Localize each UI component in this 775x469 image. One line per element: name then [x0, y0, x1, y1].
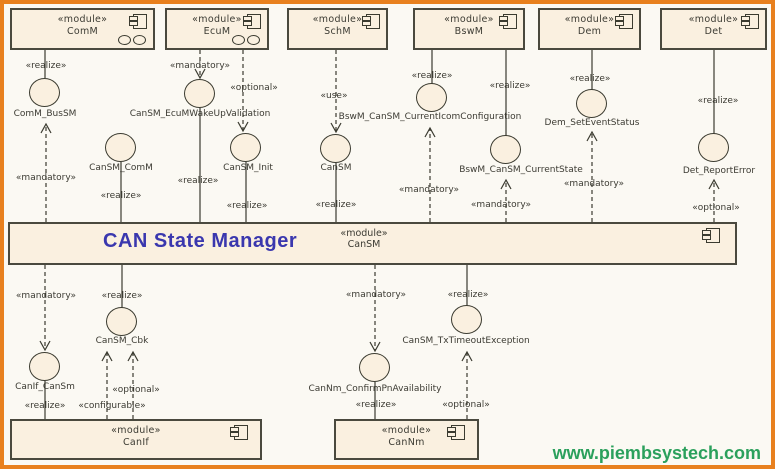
interface-label-cansm-cbk: CanSM_Cbk [95, 336, 149, 346]
stereotype-mandatory: «mandatory» [15, 291, 77, 301]
module-box-ecum: «module» EcuM [165, 8, 269, 50]
stereotype-realize: «realize» [489, 81, 531, 91]
module-name-det: Det [704, 26, 723, 37]
component-icon [702, 228, 720, 243]
interface-label-comm-bussm: ComM_BusSM [13, 109, 77, 119]
lollipop-cannm-confirm-pn [359, 353, 390, 382]
interface-pair-icon [232, 35, 260, 45]
lollipop-cansm-comm [105, 133, 136, 162]
module-box-det: «module» Det [660, 8, 767, 50]
lollipop-canif-cansm [29, 352, 60, 381]
main-module-stereotype-block: «module» CanSM [340, 228, 387, 250]
module-stereotype: «module» [111, 425, 161, 436]
stereotype-mandatory: «mandatory» [563, 179, 625, 189]
stereotype-mandatory: «mandatory» [398, 185, 460, 195]
stereotype-optional: «optional» [692, 203, 740, 213]
interface-label-cansm-service: CanSM [320, 163, 352, 173]
stereotype-realize: «realize» [100, 191, 142, 201]
interface-label-bswm-icom: BswM_CanSM_CurrentIcomConfiguration [338, 112, 522, 122]
interface-pair-icon [118, 35, 146, 45]
module-box-cansm [8, 222, 737, 265]
stereotype-mandatory: «mandatory» [169, 61, 231, 71]
stereotype-realize: «realize» [355, 400, 397, 410]
module-box-dem: «module» Dem [538, 8, 641, 50]
stereotype-optional: «optional» [230, 83, 278, 93]
interface-label-cansm-comm: CanSM_ComM [89, 163, 153, 173]
stereotype-realize: «realize» [569, 74, 611, 84]
module-stereotype: «module» [192, 14, 242, 25]
component-icon [362, 14, 380, 29]
module-box-canif: «module» CanIf [10, 419, 262, 460]
lollipop-dem-set-event-status [576, 89, 607, 118]
stereotype-realize: «realize» [101, 291, 143, 301]
lollipop-det-report-error [698, 133, 729, 162]
component-icon [243, 14, 261, 29]
lollipop-bswm-state [490, 135, 521, 164]
module-stereotype: «module» [564, 14, 615, 25]
module-stereotype: «module» [688, 14, 739, 25]
stereotype-mandatory: «mandatory» [470, 200, 532, 210]
component-icon [447, 425, 465, 440]
component-icon [615, 14, 633, 29]
interface-label-cannm-confirm-pn: CanNm_ConfirmPnAvailability [308, 384, 442, 394]
stereotype-realize: «realize» [177, 176, 219, 186]
component-icon [230, 425, 248, 440]
interface-label-det-report-error: Det_ReportError [682, 166, 756, 176]
module-name-comm: ComM [66, 26, 99, 37]
stereotype-mandatory: «mandatory» [15, 173, 77, 183]
lollipop-bswm-icom [416, 83, 447, 112]
stereotype-realize: «realize» [226, 201, 268, 211]
stereotype-realize: «realize» [25, 61, 67, 71]
stereotype-realize: «realize» [24, 401, 66, 411]
stereotype-realize: «realize» [411, 71, 453, 81]
interface-label-cansm-txtimeout: CanSM_TxTimeoutException [402, 336, 530, 346]
site-watermark: www.piembsystech.com [552, 443, 761, 463]
stereotype-mandatory: «mandatory» [345, 290, 407, 300]
lollipop-cansm-ecum-wakeup [184, 79, 215, 108]
module-stereotype: «module» [57, 14, 108, 25]
interface-label-cansm-init: CanSM_Init [223, 163, 273, 173]
module-box-bswm: «module» BswM [413, 8, 525, 50]
stereotype-use: «use» [320, 91, 348, 101]
interface-label-canif-cansm: CanIf_CanSm [15, 382, 75, 392]
module-name-dem: Dem [577, 26, 602, 37]
module-name-canif: CanIf [122, 437, 150, 448]
module-box-cannm: «module» CanNm [334, 419, 479, 460]
interface-label-cansm-ecum-wakeup: CanSM_EcuMWakeUpValidation [129, 109, 271, 119]
main-title: CAN State Manager [103, 230, 298, 252]
stereotype-realize: «realize» [447, 290, 489, 300]
module-stereotype: «module» [381, 425, 432, 436]
component-icon [741, 14, 759, 29]
module-name-cansm: CanSM [347, 239, 381, 250]
interface-label-bswm-state: BswM_CanSM_CurrentState [459, 165, 583, 175]
module-stereotype: «module» [312, 14, 363, 25]
module-name-ecum: EcuM [203, 26, 231, 37]
module-name-cannm: CanNm [388, 437, 425, 448]
lollipop-comm-bussm [29, 78, 60, 107]
module-stereotype: «module» [444, 14, 494, 25]
lollipop-cansm-init [230, 133, 261, 162]
module-box-schm: «module» SchM [287, 8, 388, 50]
stereotype-configurable: «configurable» [78, 401, 146, 411]
module-box-comm: «module» ComM [10, 8, 155, 50]
component-icon [129, 14, 147, 29]
lollipop-cansm-txtimeout [451, 305, 482, 334]
stereotype-realize: «realize» [697, 96, 739, 106]
stereotype-realize: «realize» [315, 200, 357, 210]
lollipop-cansm-cbk [106, 307, 137, 336]
stereotype-optional: «optional» [112, 385, 160, 395]
stereotype-optional: «optional» [442, 400, 490, 410]
interface-label-dem-set-event-status: Dem_SetEventStatus [544, 118, 640, 128]
component-icon [499, 14, 517, 29]
module-name-bswm: BswM [454, 26, 484, 37]
module-name-schm: SchM [324, 26, 351, 37]
lollipop-cansm-service [320, 134, 351, 163]
module-stereotype: «module» [340, 228, 388, 239]
